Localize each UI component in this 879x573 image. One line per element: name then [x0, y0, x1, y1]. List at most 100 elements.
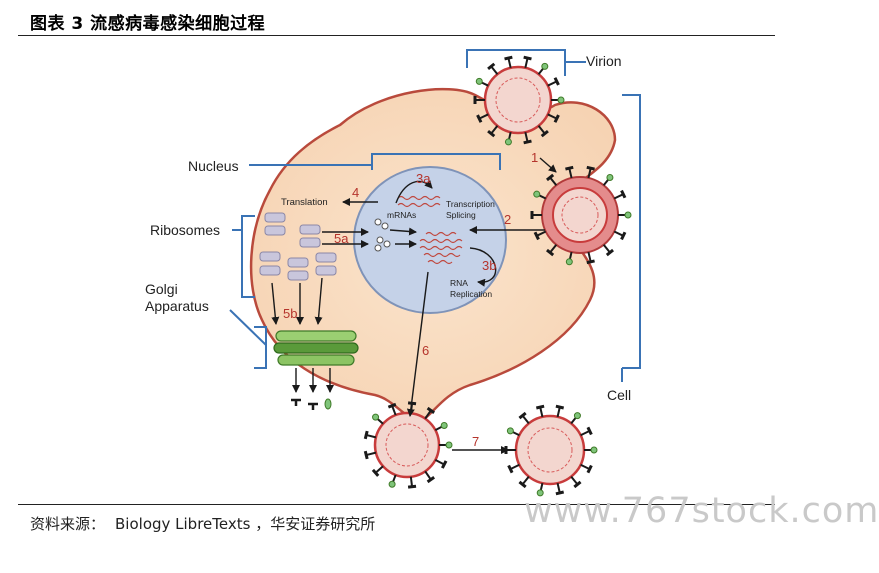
spike-cap	[523, 139, 532, 145]
spike	[507, 57, 512, 69]
spike-cap	[586, 464, 593, 474]
spike-cap	[586, 259, 595, 265]
spike	[521, 414, 530, 425]
spike	[587, 167, 592, 179]
step-6: 6	[422, 343, 429, 358]
cell-label: Cell	[607, 387, 631, 403]
spike-cap	[565, 258, 573, 266]
spike-cap	[541, 62, 549, 70]
ribosomes-cluster	[259, 212, 337, 281]
nucleus-label: Nucleus	[188, 158, 239, 174]
spike	[547, 113, 558, 120]
spike-cap	[372, 413, 380, 421]
spike-cap	[540, 129, 549, 138]
spike-cap	[546, 173, 555, 182]
spike-cap	[535, 404, 545, 410]
spike	[521, 475, 530, 486]
spike	[524, 131, 529, 143]
step-4: 4	[352, 185, 359, 200]
spike-cap	[555, 490, 565, 496]
spike-cap	[518, 480, 527, 489]
spike	[434, 458, 445, 466]
spike-cap	[573, 480, 582, 489]
spike-cap	[441, 460, 448, 469]
spike-cap	[586, 165, 595, 171]
spike-cap	[620, 189, 627, 199]
spike	[424, 409, 432, 420]
spike-cap	[363, 450, 369, 460]
spike	[539, 406, 544, 418]
rna-replication-line2: Replication	[450, 289, 492, 299]
brackets	[229, 49, 641, 382]
spike	[490, 65, 499, 75]
spike	[365, 451, 377, 457]
step-3b: 3b	[482, 258, 496, 273]
step-2: 2	[504, 212, 511, 227]
source-line: 资料来源： Biology LibreTexts ，华安证券研究所	[30, 513, 375, 534]
transcription-label: Transcription	[446, 199, 495, 209]
spike-cap	[536, 489, 544, 497]
spike	[478, 113, 489, 120]
spike	[536, 230, 547, 237]
source-text: Biology LibreTexts ，华安证券研究所	[115, 515, 376, 533]
spike-cap	[371, 468, 380, 477]
spike-cap	[553, 77, 560, 86]
spike-cap	[606, 173, 614, 181]
glycoproteins	[291, 398, 332, 410]
spike-cap	[555, 404, 565, 410]
spike	[391, 405, 397, 416]
spike-cap	[553, 114, 560, 123]
spike-cap	[445, 441, 453, 449]
spike-cap	[504, 55, 513, 61]
spike	[556, 406, 561, 418]
spike	[374, 465, 384, 474]
watermark: www.767stock.com	[524, 491, 879, 531]
spike-cap	[620, 231, 627, 241]
spike	[365, 433, 377, 439]
spike	[549, 244, 558, 254]
step-7: 7	[472, 434, 479, 449]
spike	[549, 176, 558, 186]
spike	[424, 470, 432, 481]
spike	[580, 430, 591, 437]
mrnas-label: mRNAs	[387, 210, 416, 220]
virion-label: Virion	[586, 53, 622, 69]
spike-cap	[590, 446, 598, 454]
splicing-label: Splicing	[446, 210, 476, 220]
spike-cap	[487, 129, 496, 138]
spike-cap	[487, 62, 496, 71]
spike-cap	[475, 77, 483, 85]
spike-cap	[523, 55, 532, 61]
spike-cap	[533, 190, 541, 198]
spike	[613, 193, 624, 200]
spike	[509, 463, 520, 470]
spike-cap	[426, 406, 436, 414]
spike-cap	[586, 426, 593, 436]
spike-cap	[387, 402, 397, 409]
spike	[602, 244, 611, 254]
step-5b: 5b	[283, 306, 297, 321]
virion-entering	[483, 65, 553, 135]
step-3a: 3a	[416, 171, 431, 186]
step-5a: 5a	[334, 231, 349, 246]
spike	[524, 57, 529, 69]
spike	[570, 475, 579, 486]
spike	[547, 80, 558, 87]
spike-cap	[407, 484, 417, 489]
spike-cap	[476, 114, 483, 123]
top-rule	[18, 35, 775, 36]
spike-cap	[518, 411, 527, 420]
virion-endosome	[541, 176, 619, 254]
ribosomes-label: Ribosomes	[150, 222, 220, 238]
process-arrows	[271, 157, 557, 454]
virion-budding	[373, 411, 441, 479]
spike-cap	[504, 138, 512, 146]
spike	[580, 463, 591, 470]
spike	[490, 125, 499, 135]
golgi-label-line2: Apparatus	[145, 298, 209, 314]
mrna-dots	[374, 218, 391, 252]
translation-label: Translation	[281, 197, 328, 208]
spike-cap	[624, 211, 632, 219]
source-label: 资料来源：	[30, 515, 106, 533]
